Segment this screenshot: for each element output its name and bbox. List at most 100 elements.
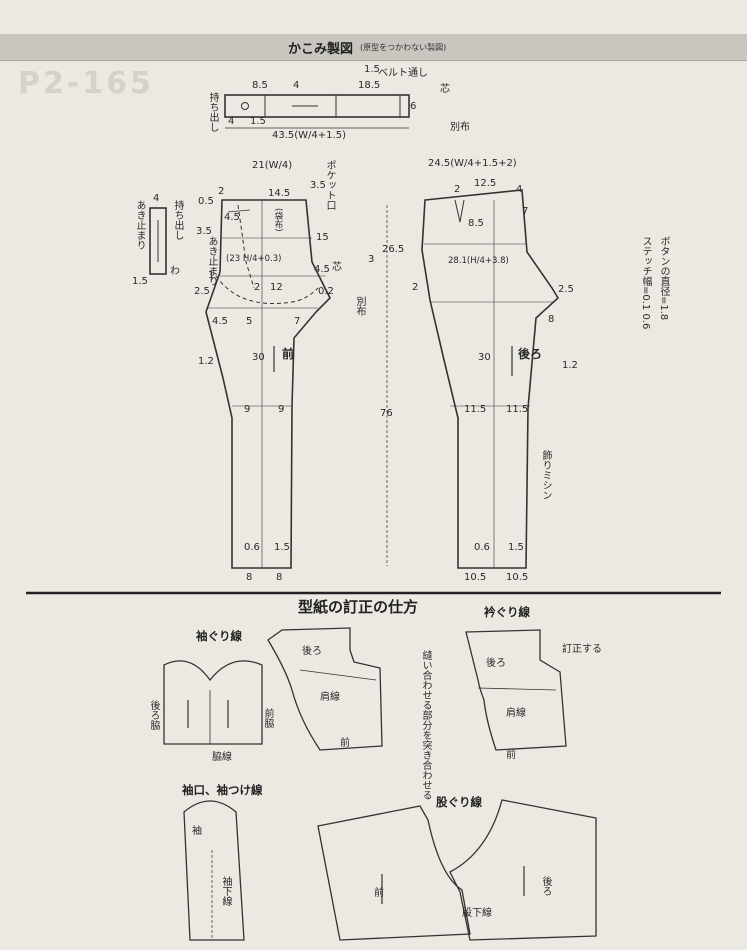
front-dim-2: 0.5 — [198, 196, 214, 207]
placket-dim-bottom: 1.5 — [132, 276, 148, 287]
front-dim-15: 0.2 — [318, 286, 334, 297]
sleeve-title: 袖口、袖つけ線 — [182, 783, 263, 797]
belt-mochidashi-label: 持ち出し — [207, 92, 218, 132]
back-label: 後ろ — [518, 347, 543, 361]
armhole-side-line: 脇線 — [212, 752, 232, 763]
front-dim-13: 12 — [270, 282, 283, 293]
belt-betsununo-label: 別布 — [450, 122, 470, 133]
back-dim-14: 1.5 — [508, 542, 524, 553]
back-dim-12: 11.5 — [506, 404, 529, 415]
back-dim-1: 2 — [454, 184, 461, 195]
crotch-title: 股ぐり線 — [436, 795, 482, 809]
front-dim-14: 7 — [294, 316, 301, 327]
neckline-shoulder: 肩線 — [506, 708, 526, 719]
belt-total: 43.5(W/4+1.5) — [272, 130, 346, 141]
back-dim-4: 7 — [522, 206, 529, 217]
crotch-inseam: 股下線 — [462, 908, 492, 919]
front-akidomari: あき止まり — [206, 236, 217, 286]
belt-dim-2: 4 — [293, 80, 300, 91]
armhole-back: 後ろ — [302, 646, 322, 657]
front-dim-23: 8 — [246, 572, 253, 583]
front-dim-21: 0.6 — [244, 542, 260, 553]
armhole-back-side: 後ろ脇 — [148, 700, 159, 730]
back-dim-9: 30 — [478, 352, 491, 363]
header-bar — [0, 34, 747, 61]
front-dim-16: 5 — [246, 316, 253, 327]
front-dim-19: 9 — [244, 404, 251, 415]
crotch-front: 前 — [374, 888, 384, 899]
front-dim-7: 15 — [316, 232, 329, 243]
back-dim-6: 2 — [412, 282, 419, 293]
front-dim-6: 3.5 — [310, 180, 326, 191]
front-hip-label: (23 H/4+0.3) — [226, 254, 282, 264]
crotch-front-piece — [317, 805, 471, 941]
front-dim-25: 3 — [368, 254, 375, 265]
belt-dim-3: 1.5 — [250, 116, 266, 127]
page-title: かこみ製図 — [288, 42, 354, 57]
front-dim-12: 2 — [254, 282, 261, 293]
armhole-front-side: 前脇 — [262, 708, 273, 728]
front-dim-3: 4.5 — [224, 212, 240, 223]
back-dim-5: 8.5 — [468, 218, 484, 229]
armhole-title: 袖ぐり線 — [196, 629, 242, 643]
belt-dim-4: 18.5 — [358, 80, 381, 91]
front-pocket-bag-label: (袋布) — [273, 208, 283, 232]
back-dim-8: 8 — [548, 314, 555, 325]
placket-piece — [149, 207, 167, 275]
belt-shin-label: 芯 — [440, 84, 450, 95]
neckline-front: 前 — [506, 750, 516, 761]
sleeve-label: 袖 — [192, 826, 202, 837]
neckline-fix: 訂正する — [562, 644, 602, 655]
front-pant-piece — [205, 199, 331, 569]
back-pant-piece — [421, 189, 560, 569]
front-dim-17: 1.2 — [198, 356, 214, 367]
front-pocket-label: ポケット口 — [324, 160, 335, 210]
belt-dim-1: 8.5 — [252, 80, 268, 91]
back-dim-2: 12.5 — [474, 178, 497, 189]
back-hip-label: 28.1(H/4+3.8) — [448, 256, 509, 266]
front-dim-4: 3.5 — [196, 226, 212, 237]
belt-piece — [224, 94, 410, 118]
front-dim-20: 9 — [278, 404, 285, 415]
front-dim-1: 2 — [218, 186, 225, 197]
center-len-2: 76 — [380, 408, 393, 419]
armhole-front: 前 — [340, 738, 350, 749]
belt-dim-7: 1.5 — [364, 64, 380, 75]
front-dim-24: 8 — [276, 572, 283, 583]
back-dim-13: 0.6 — [474, 542, 490, 553]
front-dim-11: 4.5 — [212, 316, 228, 327]
front-dim-8: 1 — [208, 270, 215, 281]
front-betsununo: 別布 — [354, 296, 365, 316]
page-subtitle: (原型をつかわない製図) — [360, 43, 447, 52]
armhole-shoulder: 肩線 — [320, 692, 340, 703]
back-decor-stitch: 飾りミシン — [540, 450, 551, 500]
back-dim-15: 10.5 — [464, 572, 487, 583]
belt-loop-label: ベルト通し — [378, 68, 428, 79]
neckline-title: 衿ぐり線 — [484, 605, 530, 619]
placket-dim-top: 4 — [153, 193, 160, 204]
placket-wa: わ — [170, 266, 180, 277]
front-shin: 芯 — [332, 262, 342, 273]
center-len-1: 26.5 — [382, 244, 405, 255]
front-dim-22: 1.5 — [274, 542, 290, 553]
front-dim-10: 2.5 — [194, 286, 210, 297]
front-waist-label: 21(W/4) — [252, 160, 293, 171]
neckline-piece — [465, 629, 567, 751]
crotch-back: 後ろ — [540, 876, 551, 896]
front-dim-18: 30 — [252, 352, 265, 363]
neckline-note: 縫い合わせる部分を突き合わせる — [420, 650, 431, 800]
sleeve-under-seam: 袖下線 — [220, 876, 231, 906]
back-dim-3: 4 — [516, 184, 523, 195]
note-stitch: ステッチ幅=0.1 0.6 — [640, 236, 651, 330]
crotch-back-piece — [449, 799, 597, 941]
back-waist-label: 24.5(W/4+1.5+2) — [428, 158, 517, 169]
front-label: 前 — [282, 347, 295, 361]
placket-mochidashi: 持ち出し — [172, 200, 183, 240]
faded-page-number: P2-165 — [18, 66, 154, 101]
note-button: ボタンの直径=1.8 — [658, 236, 669, 321]
armhole-piece-b — [267, 627, 383, 751]
belt-dim-5: 6 — [410, 101, 417, 112]
front-dim-9: 4.5 — [314, 264, 330, 275]
